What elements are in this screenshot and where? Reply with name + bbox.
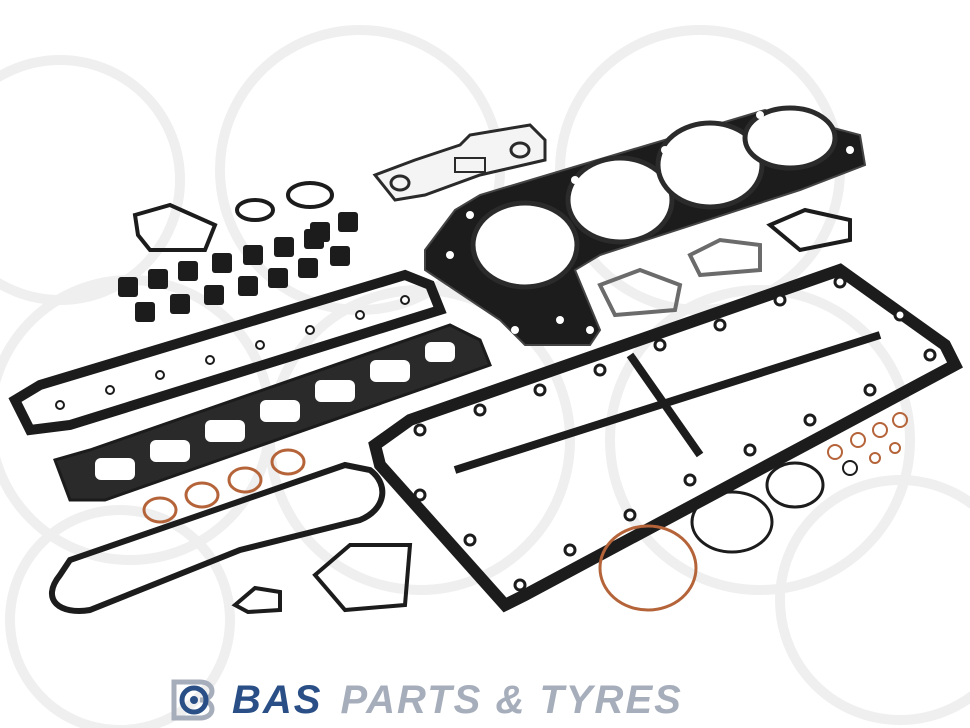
- bas-logo-icon: [171, 679, 215, 721]
- bolt-set: [118, 212, 358, 322]
- brand-bar: BAS PARTS & TYRES: [160, 672, 820, 728]
- flange-gaskets: [132, 202, 852, 615]
- valve-cover-gasket: [368, 263, 963, 613]
- exhaust-manifold-gasket: [53, 323, 492, 502]
- intake-manifold-gasket: [8, 269, 447, 436]
- egr-plate-gasket: [372, 123, 547, 202]
- brand-word-secondary: PARTS & TYRES: [340, 677, 683, 722]
- o-ring-set: [142, 181, 908, 612]
- oil-pan-gasket: [49, 461, 386, 614]
- brand-word-primary: BAS: [232, 677, 323, 722]
- valve-cover-bolt-holes: [413, 275, 937, 592]
- cylinder-head-gasket: [424, 105, 867, 346]
